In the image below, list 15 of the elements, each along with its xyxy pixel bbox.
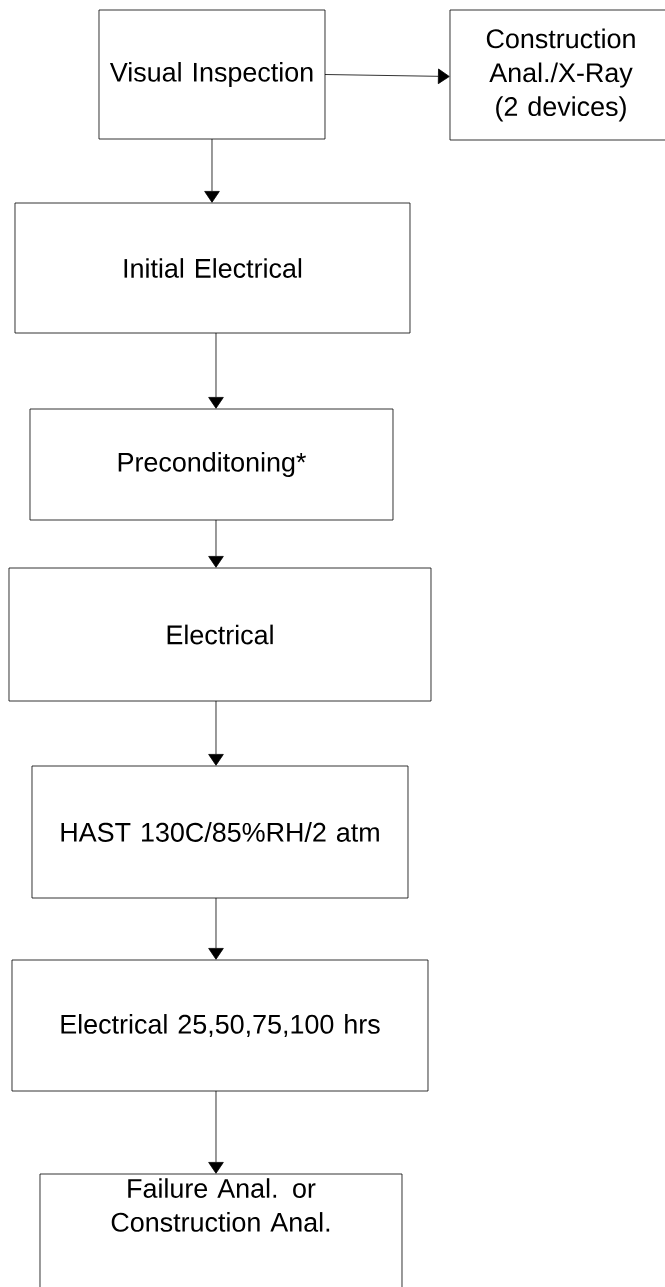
arrow [208,332,224,409]
process-box: Electrical 25,50,75,100 hrs [11,959,429,1092]
process-box: Failure Anal. or Construction Anal. [39,1173,403,1287]
arrow [208,897,224,960]
arrow [208,1090,224,1174]
process-box: Electrical [8,567,432,702]
arrow [208,700,224,766]
process-box: Visual Inspection [98,9,326,140]
process-box: Preconditoning* [29,408,394,521]
process-box: Initial Electrical [14,202,411,334]
process-box: HAST 130C/85%RH/2 atm [31,765,409,899]
arrow [208,519,224,568]
arrow [324,68,450,85]
process-box: Construction Anal./X-Ray (2 devices) [449,9,665,141]
arrow [204,138,220,203]
